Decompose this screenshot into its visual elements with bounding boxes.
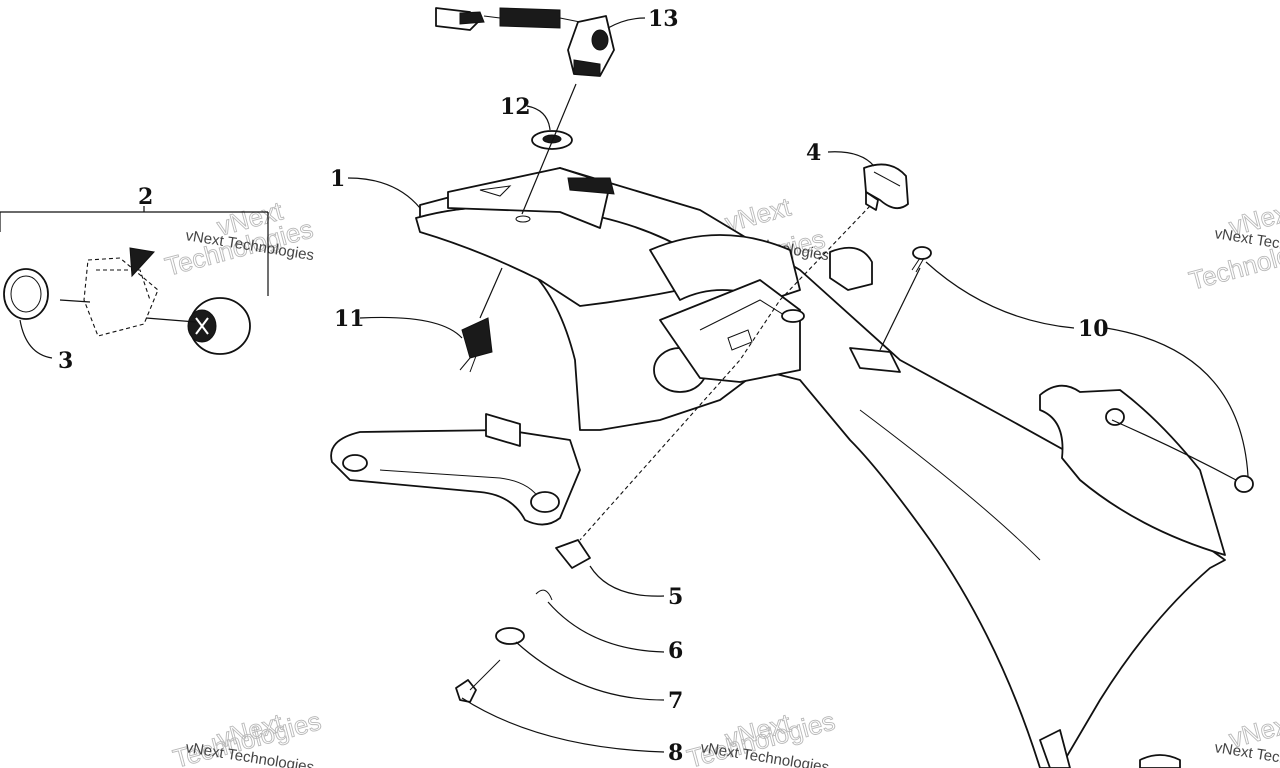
- callout-5: 5: [668, 584, 683, 610]
- fastener-stack-parts-5-8: [455, 539, 591, 703]
- leader-lines: [0, 17, 1249, 753]
- knob-part-4: [863, 163, 909, 211]
- switch-part-11: [459, 317, 493, 373]
- callout-4: 4: [806, 140, 821, 166]
- callout-10: 10: [1078, 316, 1109, 342]
- watermark-bottom-right: vNext vNext Technologies: [1213, 707, 1280, 768]
- console-panel-part-1: [330, 167, 1226, 768]
- callout-1: 1: [330, 166, 345, 192]
- callout-6: 6: [668, 638, 683, 664]
- callout-numbers: 13 12 1 4 2 3 11 10 5 6 7 8: [58, 6, 1109, 766]
- assembly-lines: [59, 83, 921, 541]
- tether-switch-part-13: [435, 7, 615, 77]
- callout-7: 7: [668, 688, 683, 714]
- switch-kit-part-2: [3, 247, 251, 355]
- watermark-top-right: Technologies vNext vNext Technologies: [1185, 195, 1280, 296]
- watermark-bottom-left: Technologies vNext vNext Technologies: [169, 705, 324, 768]
- callout-2: 2: [138, 184, 153, 210]
- push-rivet-part-10: [911, 246, 1254, 493]
- callout-8: 8: [668, 740, 683, 766]
- watermark-top-left: Technologies vNext vNext Technologies: [161, 195, 316, 282]
- callout-13: 13: [648, 6, 679, 32]
- callout-12: 12: [500, 94, 531, 120]
- callout-11: 11: [334, 306, 365, 332]
- callout-3: 3: [58, 348, 73, 374]
- nut-part-12: [531, 130, 573, 150]
- watermark-bottom-center: Technologies vNext vNext Technologies: [683, 705, 838, 768]
